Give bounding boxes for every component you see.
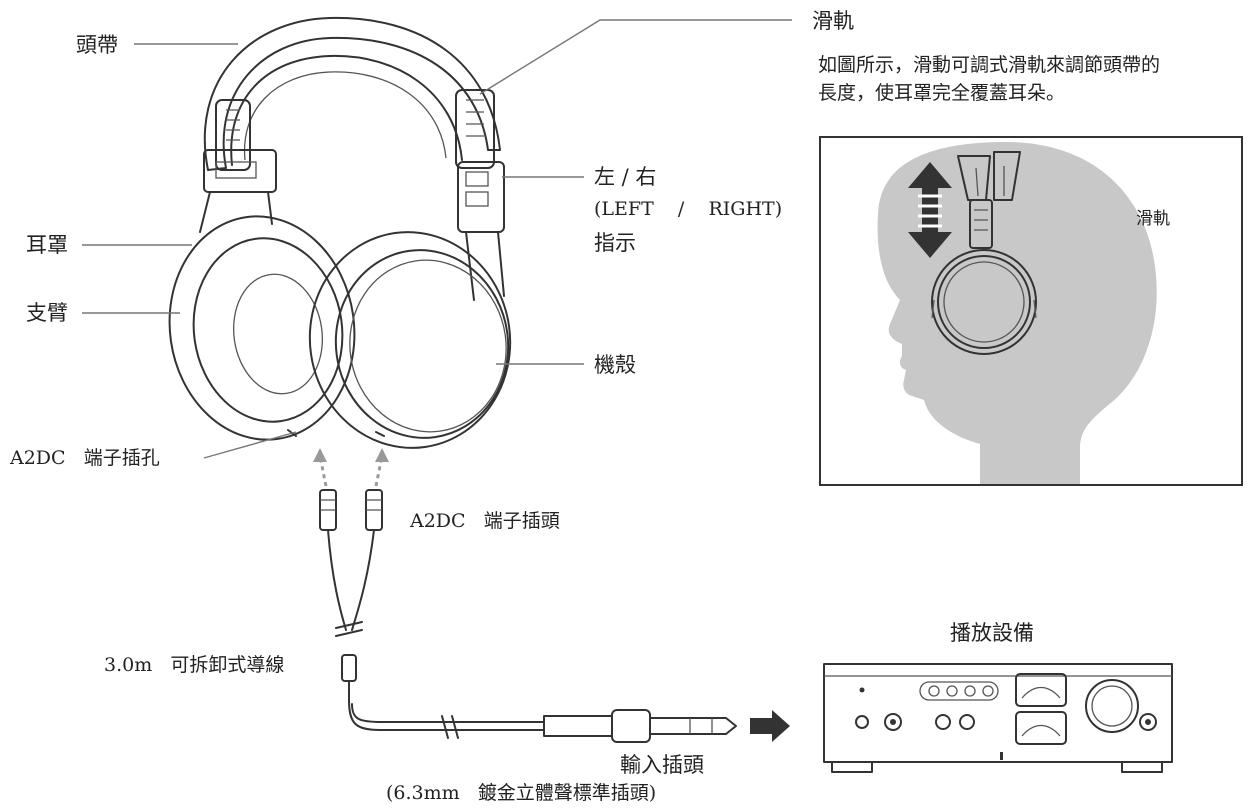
vu-meter-top	[1015, 673, 1067, 707]
input-plug-body	[543, 715, 613, 737]
housing-shape	[334, 249, 510, 439]
headphone-amplifier-illustration	[823, 663, 1173, 773]
slider-description-line2: 長度，使耳罩完全覆蓋耳朵。	[818, 82, 1066, 104]
label-lr-indicator-line1: 左 / 右	[594, 165, 657, 189]
input-plug-tip	[649, 717, 737, 735]
left-slider-rail	[215, 99, 251, 171]
label-lr-indicator-line3: 指示	[594, 231, 636, 255]
label-playback-device: 播放設備	[950, 621, 1034, 645]
label-slider-top: 滑軌	[812, 9, 854, 33]
adjust-arrow-icon	[908, 162, 952, 258]
connection-arrows	[313, 448, 389, 487]
label-arm: 支臂	[26, 301, 68, 325]
slider-inset-frame	[819, 136, 1243, 486]
label-input-plug-detail: (6.3mm 鍍金立體聲標準插頭)	[386, 782, 657, 804]
right-arm	[465, 231, 505, 301]
amplifier-body	[823, 663, 1173, 763]
label-input-plug: 輸入插頭	[620, 753, 704, 777]
label-headband: 頭帶	[76, 33, 118, 57]
vu-meter-bottom	[1015, 711, 1067, 745]
inset-headphone-side-view	[931, 151, 1037, 355]
right-yoke	[457, 161, 505, 233]
label-a2dc-jack: A2DC 端子插孔	[10, 447, 160, 469]
right-earcup	[308, 231, 512, 449]
slider-description-line1: 如圖所示，滑動可調式滑軌來調節頭帶的	[818, 54, 1161, 76]
left-arm	[199, 191, 273, 233]
head-silhouette	[877, 142, 1157, 484]
right-slider-rail	[455, 89, 495, 169]
label-earpad: 耳罩	[26, 233, 68, 257]
cable-splitter	[341, 654, 357, 682]
inset-slider-rail	[969, 199, 993, 249]
label-inset-slider: 滑軌	[1136, 209, 1170, 229]
arrow-to-device	[750, 710, 790, 742]
headband-shape	[203, 16, 501, 171]
volume-knob	[1085, 679, 1139, 733]
headphone-jack-2	[1139, 713, 1157, 731]
label-a2dc-plug: A2DC 端子插頭	[410, 510, 560, 532]
lr-indicator-mark	[465, 171, 489, 187]
label-cable: 3.0m 可拆卸式導線	[104, 654, 285, 676]
label-housing: 機殼	[594, 353, 636, 377]
left-yoke	[203, 149, 277, 193]
left-earpad-opening	[232, 273, 324, 395]
cable-illustration	[319, 489, 790, 743]
left-earcup	[168, 215, 356, 441]
headphones-illustration	[168, 16, 512, 449]
label-lr-indicator-line2: (LEFT / RIGHT)	[594, 198, 783, 220]
headphone-jack-1	[884, 713, 902, 731]
inset-earcup	[931, 249, 1037, 355]
